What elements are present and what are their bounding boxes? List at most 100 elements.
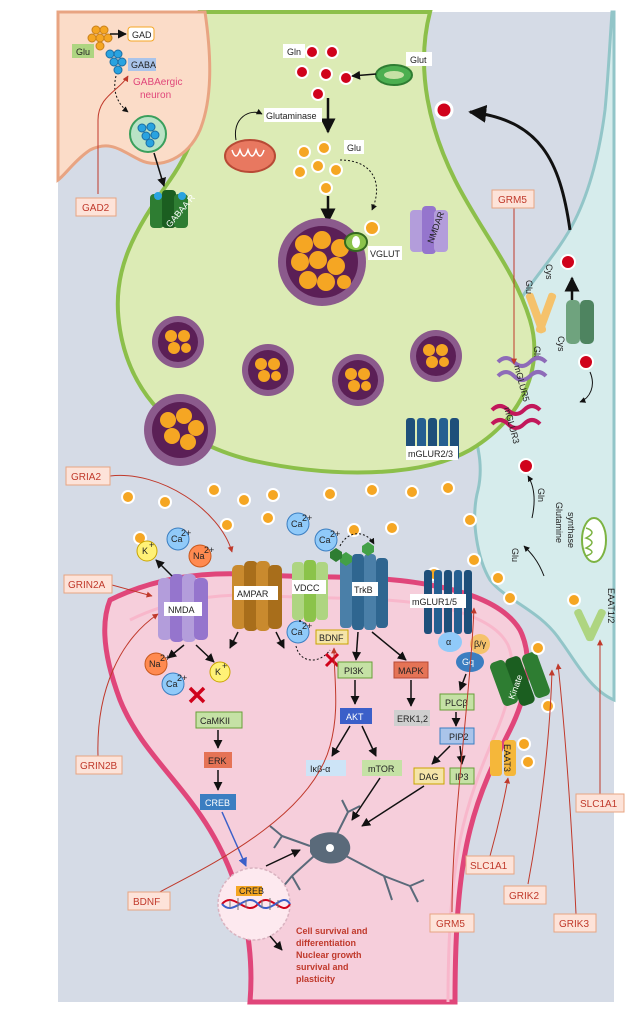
creb-small-box [236,886,262,896]
outcome-line-2: differentiation [296,938,356,948]
svg-text:Ca: Ca [291,519,303,529]
glut-to-gln-arrow [351,70,377,80]
glut-label-box [406,52,432,66]
eaat12-glu [567,593,581,607]
pip2-label: PIP2 [449,732,469,742]
vglut-glu [364,220,380,236]
astro-glu-top: Glu [524,280,534,294]
dag-box [413,767,445,785]
vdcc-label-box [292,580,326,594]
eaat3-transporter [490,740,516,776]
gln-label-box [283,44,305,58]
grm5-bottom-box [429,913,475,933]
bdnf-gene-label: BDNF [133,897,160,908]
erk12-box [394,710,430,726]
astro-glu-arrow [523,545,545,577]
astro-gln-arrow [468,104,572,231]
trkb-mapk-arrow [371,631,407,661]
astro-gln-dot-top [434,100,454,120]
astro-inflow-arrow [579,371,593,403]
svg-text:Ca: Ca [291,627,303,637]
pip2-box [439,727,475,745]
ampar-label-box [234,586,278,600]
erk-box [204,752,232,768]
gabaergic-neuron-title: GABAergic [133,77,182,88]
gq-plcb-arrow [458,673,468,691]
glu-cluster [87,25,113,51]
gaba-label-box [128,58,156,71]
glutamine-synthase-label: Glutamine [554,502,564,543]
glu-label: Glu [76,47,90,57]
svg-text:2+: 2+ [302,513,312,523]
astro-cys-bottom: Cys [556,336,566,352]
ca-bdnf-curve [295,645,331,661]
glu-dots-pre [293,141,343,195]
akt-box [340,708,372,724]
vglut-transporter [344,232,368,252]
gs-up-arrow [527,475,535,519]
gad2-label: GAD2 [82,203,110,214]
inhibition-cross-1 [324,652,340,668]
ion-ca-in: Ca2+ [161,672,187,696]
eaat3-glu-2 [521,755,535,769]
mglur23-label-box [406,446,458,460]
camkii-box [195,711,243,729]
nucleus [217,867,291,941]
svg-text:Ca: Ca [166,679,178,689]
ion-na-in: Na2+ [144,652,170,676]
gaba-release-arrow [153,152,166,187]
gria2-connector [109,474,234,553]
grik3-connector [555,663,577,915]
grik3-box [553,913,597,933]
glu-pre-label: Glu [347,143,361,153]
ion-k-top: K+ [136,540,158,562]
gln-label: Gln [287,47,301,57]
bdnf-inner-box [315,629,349,645]
plcb-box [439,693,475,711]
ion-ca-vdcc-1: Ca2+ [286,512,312,536]
gaba-cluster [105,49,127,75]
mglur3-receptor [490,404,542,430]
mapk-label: MAPK [398,666,424,676]
gad2-connector [97,75,129,194]
mtor-label: mTOR [368,764,395,774]
grm5-top-box [491,189,535,209]
cys-glu-antiporter [525,292,557,334]
ampar-label: AMPAR [237,589,269,599]
astro-mitochondrion [581,517,607,563]
astro-red-dot-2 [578,354,594,370]
svg-text:K: K [215,667,221,677]
mtor-neuron-arrow [351,777,381,821]
dag-neuron-arrow [361,785,425,827]
outcome-line-3: Nuclear growth [296,950,362,960]
grm5-bottom-label: GRM5 [436,919,465,930]
gabaergic-neuron [56,10,212,183]
slc1a1-right-box [575,793,625,813]
nmda-label: NMDA [168,605,195,615]
akt-label: AKT [346,712,364,722]
dag-label: DAG [419,772,439,782]
creb-nucleus-arrow [221,811,247,867]
grin2a-connector [111,584,153,598]
g-bg-label: β/γ [474,639,487,649]
bdnf-release-arrow [339,533,375,547]
kinate-receptor [490,652,550,706]
svg-text:+: + [222,661,227,671]
kinate-glu-2 [541,699,555,713]
grin2a-label: GRIN2A [68,580,106,591]
svg-text:Na: Na [193,551,205,561]
svg-text:2+: 2+ [330,529,340,539]
pi3k-label: PI3K [344,666,364,676]
small-vesicle-3 [332,354,384,406]
nmda-label-box [164,602,202,616]
slc1a1-mid-box [465,855,515,875]
glutaminase-curve [234,108,263,141]
grm5-top-label: GRM5 [498,195,527,206]
glutamine-synthase-label-2: synthase [566,512,576,548]
astro-gln-dot [518,458,534,474]
erk-label: ERK [208,756,227,766]
grm5-bottom-connector [451,607,477,913]
creb-neuron-arrow [265,849,301,867]
grik2-label: GRIK2 [509,891,539,902]
